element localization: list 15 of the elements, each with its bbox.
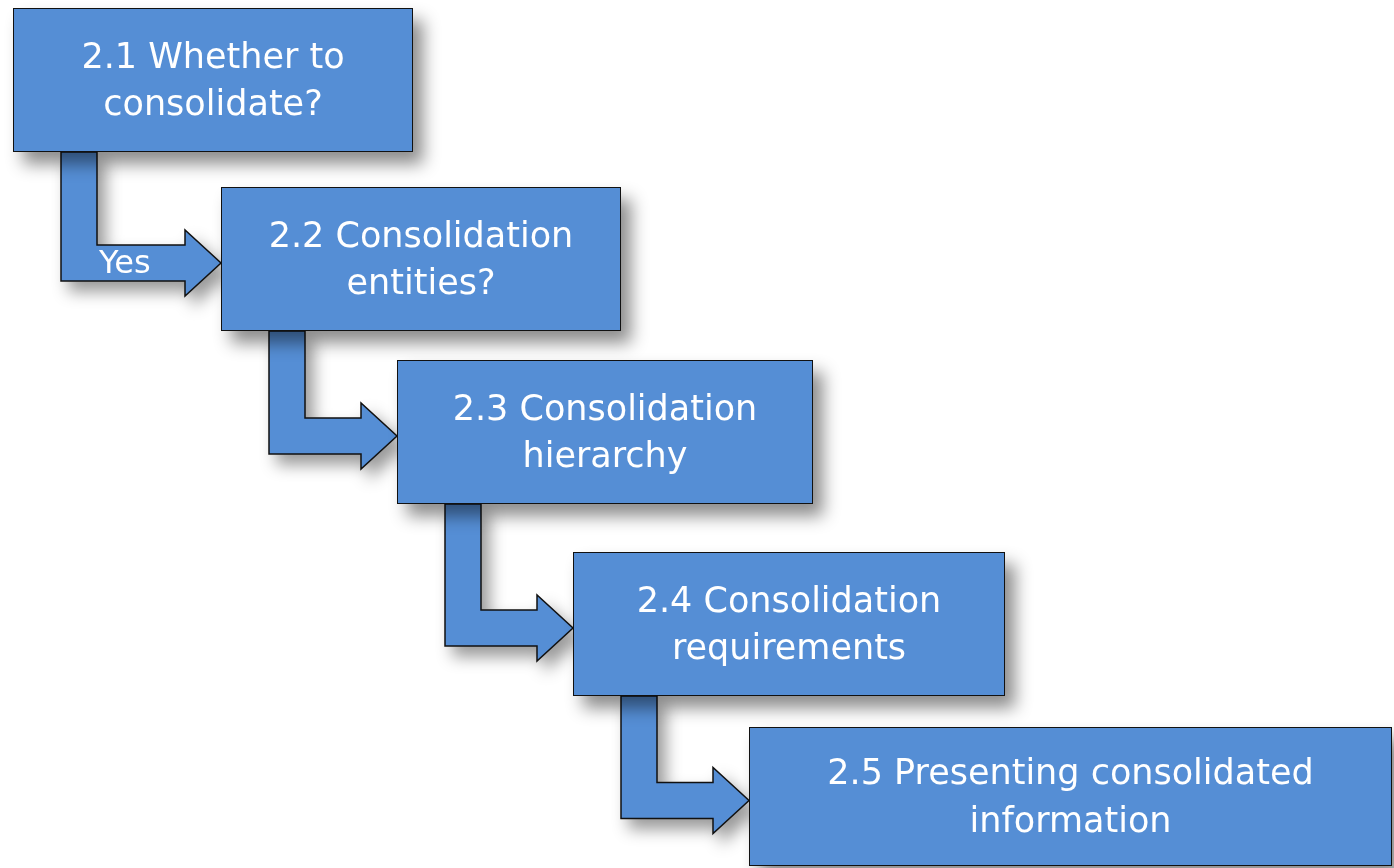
block-arrow <box>268 330 399 471</box>
process-box <box>397 360 813 504</box>
step-text: 2.1 Whether to consolidate? <box>80 34 346 125</box>
process-box <box>13 8 413 152</box>
edge-label: Yes <box>99 243 151 281</box>
block-arrow <box>620 695 751 836</box>
block-arrow <box>444 503 575 663</box>
process-box <box>221 187 621 331</box>
step-text: 2.4 Consolidation requirements <box>635 578 943 669</box>
process-box <box>749 727 1392 866</box>
step-text: 2.2 Consolidation entities? <box>267 213 575 304</box>
block-arrow <box>60 151 223 298</box>
step-text: 2.3 Consolidation hierarchy <box>451 386 759 477</box>
step-text: 2.5 Presenting consolidated information <box>826 751 1315 842</box>
process-box <box>573 552 1005 696</box>
